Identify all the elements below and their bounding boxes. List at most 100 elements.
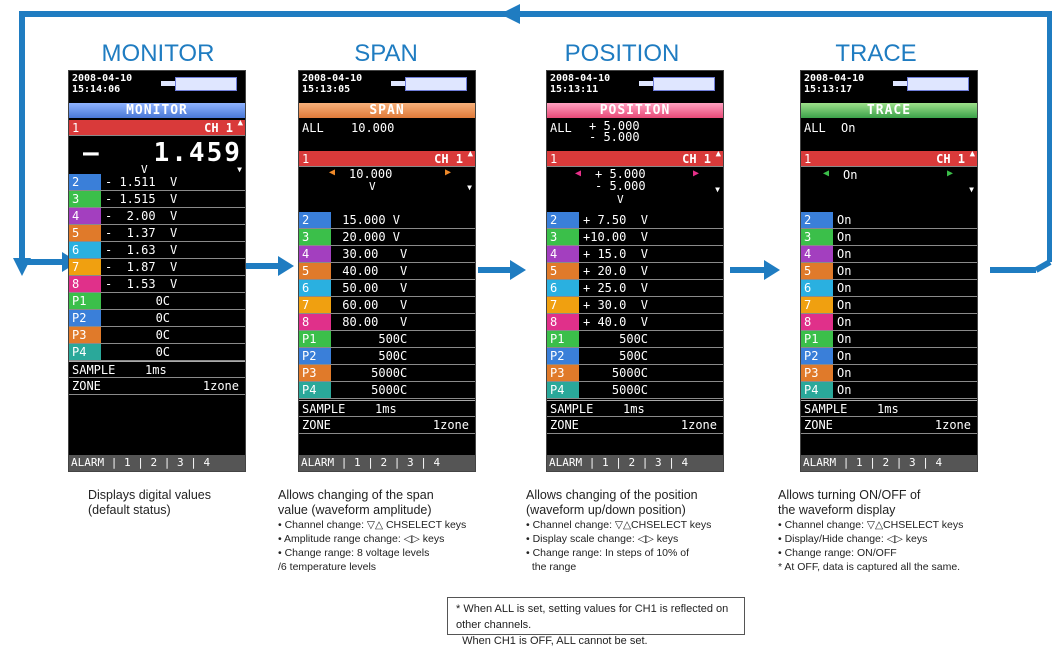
channel-label: P3: [69, 327, 101, 343]
channel-row[interactable]: 8- 1.53 V: [69, 276, 245, 293]
channel-label: P2: [69, 310, 101, 326]
right-arrow-icon[interactable]: ▶: [445, 167, 452, 178]
channel-row[interactable]: 7+ 30.0 V: [547, 297, 723, 314]
up-arrow-icon: ▲: [715, 149, 721, 159]
sample-row: SAMPLE 1ms: [801, 400, 977, 417]
channel-row[interactable]: 5 40.00 V: [299, 263, 475, 280]
title-position: POSITION: [564, 40, 680, 67]
channel-row[interactable]: P4 5000C: [299, 382, 475, 399]
channel-label: 5: [299, 263, 331, 279]
channel-value: + 25.0 V: [583, 281, 649, 295]
left-arrow-icon[interactable]: ◀: [329, 167, 336, 178]
all-label: ALL: [302, 121, 324, 135]
channel-row[interactable]: P2 500C: [299, 348, 475, 365]
channel-row[interactable]: P1 500C: [299, 331, 475, 348]
channel-row[interactable]: P4 0C: [69, 344, 245, 361]
channel-label: P2: [801, 348, 833, 364]
ch1-row[interactable]: 1 CH 1 ▲: [69, 118, 245, 136]
arrow-span-position: [510, 260, 526, 280]
down-arrow-icon: ▼: [467, 183, 472, 192]
desc-monitor: Displays digital values (default status): [88, 488, 211, 517]
channel-label: P4: [69, 344, 101, 360]
channel-value: + 40.0 V: [583, 315, 649, 329]
channel-value: 60.00 V: [335, 298, 408, 312]
channel-row[interactable]: 4- 2.00 V: [69, 208, 245, 225]
ch1-row[interactable]: 1 CH 1 ▲: [801, 149, 977, 167]
channel-label: 7: [299, 297, 331, 313]
channel-value: 0C: [105, 311, 171, 325]
channel-row[interactable]: 2 15.000 V: [299, 212, 475, 229]
ch1-row[interactable]: 1 CH 1 ▲: [299, 149, 475, 167]
channel-row[interactable]: 6 + 25.0 V: [547, 280, 723, 297]
channel-row[interactable]: 6 50.00 V: [299, 280, 475, 297]
screen-header: POSITION: [547, 103, 723, 118]
channel-row[interactable]: 3- 1.515 V: [69, 191, 245, 208]
channel-row[interactable]: 6- 1.63 V: [69, 242, 245, 259]
sample-row: SAMPLE 1ms: [299, 400, 475, 417]
channel-value: 5000C: [583, 383, 649, 397]
right-arrow-icon[interactable]: ▶: [947, 168, 954, 179]
channel-row[interactable]: 3+10.00 V: [547, 229, 723, 246]
channel-value: + 15.0 V: [583, 247, 649, 261]
channel-row[interactable]: P3 5000C: [547, 365, 723, 382]
channel-row[interactable]: 4+ 15.0 V: [547, 246, 723, 263]
channel-label: P3: [299, 365, 331, 381]
channel-row[interactable]: 8 80.00 V: [299, 314, 475, 331]
channel-value: On: [837, 230, 852, 244]
channel-row[interactable]: 5- 1.37 V: [69, 225, 245, 242]
channel-value: 5000C: [583, 366, 649, 380]
left-arrow-icon[interactable]: ◀: [823, 168, 830, 179]
all-value[interactable]: + 5.000- 5.000: [589, 119, 640, 144]
channel-label: 7: [547, 297, 579, 313]
left-arrow-icon[interactable]: ◀: [575, 168, 582, 179]
channel-value: - 1.511 V: [105, 175, 178, 189]
channel-value: 0C: [105, 328, 171, 342]
channel-row[interactable]: 3 20.000 V: [299, 229, 475, 246]
loop-arrow-head-top: [500, 4, 520, 24]
right-arrow-icon[interactable]: ▶: [693, 168, 700, 179]
all-value[interactable]: On: [841, 121, 856, 135]
channel-row[interactable]: 2+ 7.50 V: [547, 212, 723, 229]
ch1-row[interactable]: 1 CH 1 ▲: [547, 149, 723, 167]
channel-value: On: [837, 332, 852, 346]
channel-row[interactable]: 2- 1.511 V: [69, 174, 245, 191]
zone-row: ZONE 1zone: [547, 417, 723, 434]
channel-label: 6: [547, 280, 579, 296]
channel-label: 5: [801, 263, 833, 279]
title-monitor: MONITOR: [101, 40, 215, 67]
channel-row[interactable]: P1 500C: [547, 331, 723, 348]
down-arrow-icon: ▼: [969, 185, 974, 194]
channel-label: 2: [547, 212, 579, 228]
up-arrow-icon: ▲: [467, 149, 473, 159]
channel-label: 2: [299, 212, 331, 228]
all-value[interactable]: 10.000: [351, 121, 395, 135]
channel-row[interactable]: 7 60.00 V: [299, 297, 475, 314]
channel-label: 8: [547, 314, 579, 330]
channel-label: P1: [299, 331, 331, 347]
channel-row[interactable]: 5+ 20.0 V: [547, 263, 723, 280]
channel-row[interactable]: P3 0C: [69, 327, 245, 344]
channel-row[interactable]: P2 500C: [547, 348, 723, 365]
ch1-value: + 5.000- 5.000: [595, 167, 646, 193]
up-arrow-icon: ▲: [969, 149, 975, 159]
channel-value: - 1.37 V: [105, 226, 178, 240]
channel-row[interactable]: P1 0C: [69, 293, 245, 310]
channel-row[interactable]: 4 30.00 V: [299, 246, 475, 263]
channel-row[interactable]: P3 5000C: [299, 365, 475, 382]
channel-row[interactable]: 8 + 40.0 V: [547, 314, 723, 331]
channel-row[interactable]: 7- 1.87 V: [69, 259, 245, 276]
channel-row[interactable]: P4 5000C: [547, 382, 723, 399]
channel-row[interactable]: P2 0C: [69, 310, 245, 327]
